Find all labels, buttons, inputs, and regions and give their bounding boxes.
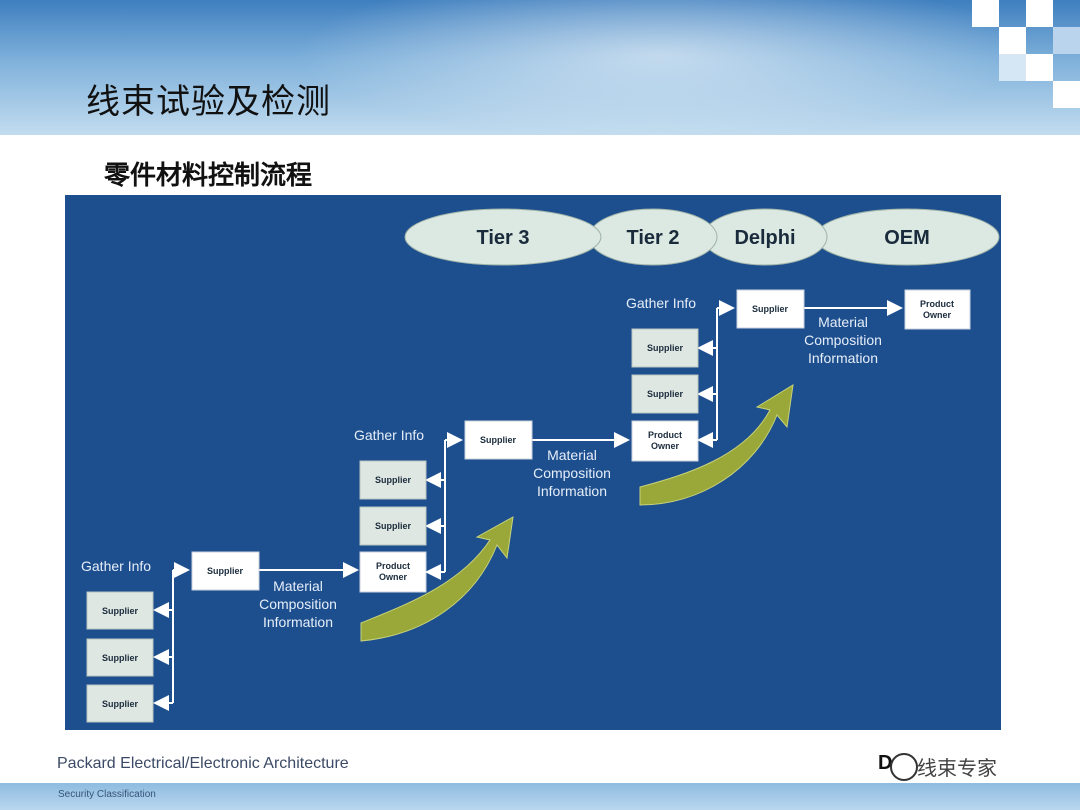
deco-tile bbox=[1053, 27, 1080, 54]
supplier-box bbox=[631, 328, 699, 368]
supplier-box bbox=[191, 551, 260, 591]
wechat-icon bbox=[890, 753, 918, 781]
material-info-label: Material bbox=[818, 314, 868, 330]
gather-info-label-1: Gather Info bbox=[81, 558, 151, 574]
supplier-box-label: Supplier bbox=[375, 521, 412, 531]
supplier-box-label: Supplier bbox=[102, 653, 139, 663]
deco-tile bbox=[1026, 0, 1053, 27]
company-logo: D bbox=[878, 752, 894, 774]
product-owner-box bbox=[359, 551, 427, 593]
product-owner-box bbox=[631, 420, 699, 462]
gather-info-label-2: Gather Info bbox=[354, 427, 424, 443]
supplier-box bbox=[631, 374, 699, 414]
tier-label-tier3: Tier 3 bbox=[477, 227, 530, 249]
page-title: 线束试验及检测 bbox=[86, 82, 331, 122]
deco-tile bbox=[1053, 81, 1080, 108]
material-info-label: Composition bbox=[259, 596, 337, 612]
product-owner-label: Product bbox=[376, 561, 410, 571]
supplier-box bbox=[359, 506, 427, 546]
tier-oval-tier3 bbox=[404, 208, 602, 266]
deco-tile bbox=[972, 0, 999, 27]
supplier-box-label: Supplier bbox=[752, 304, 789, 314]
product-owner-label: Product bbox=[648, 430, 682, 440]
supplier-box bbox=[464, 420, 533, 460]
material-info-label: Material bbox=[273, 578, 323, 594]
diagram-panel: Tier 3 Tier 2 Delphi OEM Gather Info Sup… bbox=[65, 195, 1001, 730]
watermark-text: 线束专家 bbox=[917, 756, 997, 780]
supplier-box-label: Supplier bbox=[207, 566, 244, 576]
deco-tile bbox=[1026, 54, 1053, 81]
material-info-label: Composition bbox=[533, 465, 611, 481]
material-info-label: Information bbox=[263, 614, 333, 630]
footer-bar bbox=[0, 783, 1080, 810]
tier-label-tier2: Tier 2 bbox=[627, 227, 680, 249]
footer-text: Packard Electrical/Electronic Architectu… bbox=[57, 755, 349, 772]
curved-arrow-1 bbox=[360, 516, 514, 642]
header-glow bbox=[0, 0, 1080, 135]
supplier-box bbox=[86, 638, 154, 677]
deco-tile bbox=[999, 27, 1026, 54]
tier-label-oem: OEM bbox=[884, 227, 930, 249]
security-classification: Security Classification bbox=[58, 789, 156, 800]
supplier-box-label: Supplier bbox=[647, 343, 684, 353]
flow-diagram: Tier 3 Tier 2 Delphi OEM Gather Info Sup… bbox=[81, 208, 1000, 723]
material-info-label: Information bbox=[537, 483, 607, 499]
supplier-box-label: Supplier bbox=[102, 699, 139, 709]
material-info-label: Composition bbox=[804, 332, 882, 348]
product-owner-label: Owner bbox=[923, 310, 952, 320]
supplier-box-label: Supplier bbox=[647, 389, 684, 399]
material-info-label: Material bbox=[547, 447, 597, 463]
supplier-box bbox=[86, 684, 154, 723]
supplier-box-label: Supplier bbox=[102, 606, 139, 616]
supplier-box bbox=[736, 289, 805, 329]
supplier-box bbox=[359, 460, 427, 500]
page-subtitle: 零件材料控制流程 bbox=[104, 161, 313, 191]
product-owner-label: Product bbox=[920, 299, 954, 309]
gather-info-label-3: Gather Info bbox=[626, 295, 696, 311]
supplier-box bbox=[86, 591, 154, 630]
tier-label-delphi: Delphi bbox=[734, 227, 795, 249]
product-owner-label: Owner bbox=[379, 572, 408, 582]
deco-tile bbox=[999, 54, 1026, 81]
supplier-box-label: Supplier bbox=[480, 435, 517, 445]
supplier-box-label: Supplier bbox=[375, 475, 412, 485]
curved-arrow-2 bbox=[639, 384, 794, 506]
product-owner-box bbox=[904, 289, 971, 330]
product-owner-label: Owner bbox=[651, 441, 680, 451]
material-info-label: Information bbox=[808, 350, 878, 366]
